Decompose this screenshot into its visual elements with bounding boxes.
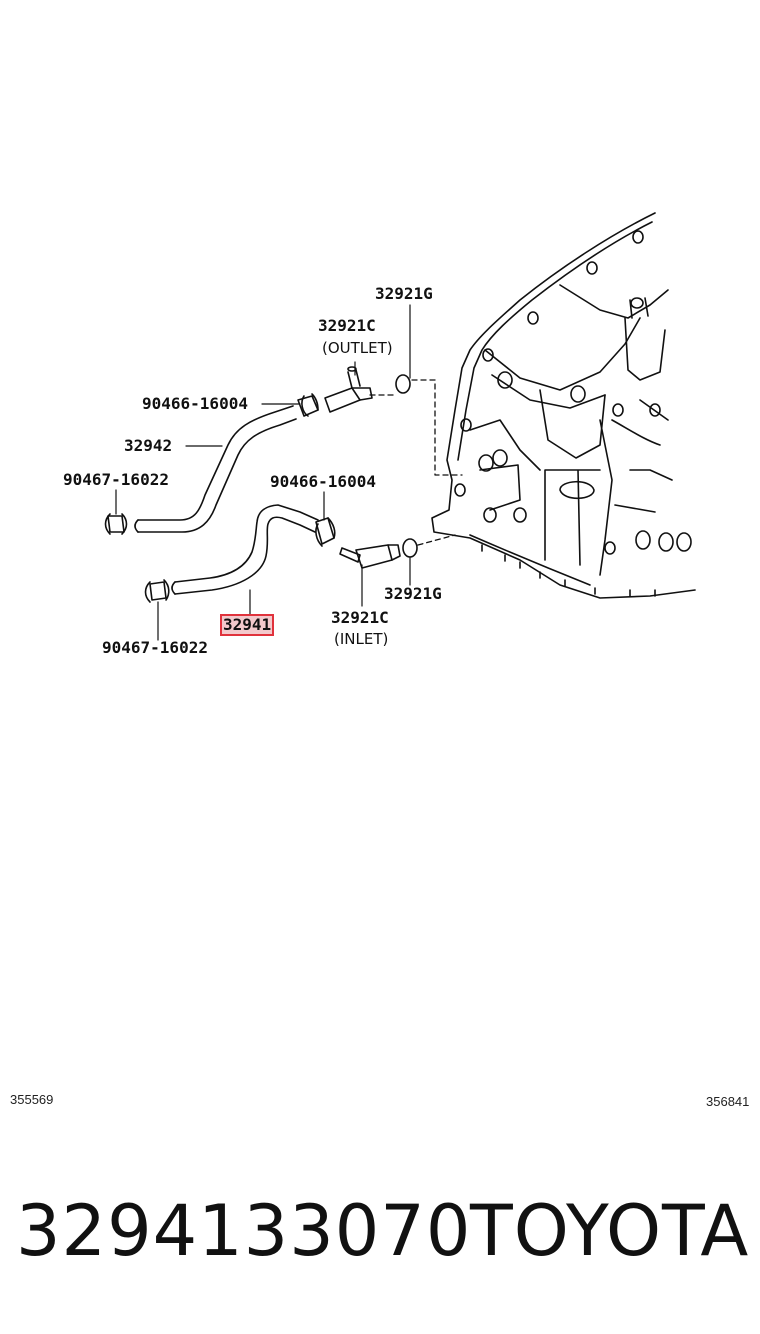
transmission-housing [431,212,696,599]
clamp-lower-inlet [315,517,336,547]
clamp-upper-left [104,513,128,535]
o-ring-bottom [402,538,418,558]
inlet-union [339,544,401,569]
label-32921g-top[interactable]: 32921G [375,284,433,303]
parts-diagram [104,212,696,641]
label-90466-16004-lower[interactable]: 90466-16004 [270,472,376,491]
label-outlet: (OUTLET) [322,339,393,357]
label-90467-16022-upper[interactable]: 90467-16022 [63,470,169,489]
label-90466-16004-upper[interactable]: 90466-16004 [142,394,248,413]
label-32921c-outlet[interactable]: 32921C [318,316,376,335]
label-32941-highlighted[interactable]: 32941 [219,614,275,636]
label-inlet: (INLET) [334,630,389,648]
label-90467-16022-lower[interactable]: 90467-16022 [102,638,208,657]
label-32921c-inlet[interactable]: 32921C [331,608,389,627]
hose-32941 [171,504,319,595]
hose-32942 [134,405,297,533]
ref-number-right: 356841 [706,1094,750,1109]
clamp-lower-left [144,579,170,603]
brand-name: TOYOTA [470,1190,750,1272]
label-32921g-bottom[interactable]: 32921G [384,584,442,603]
part-number: 3294133070 [16,1190,472,1272]
ref-number-left: 355569 [10,1092,54,1107]
label-32942[interactable]: 32942 [124,436,173,455]
clamp-upper-outlet [297,393,319,417]
outlet-union [324,366,373,413]
o-ring-top [395,374,411,394]
